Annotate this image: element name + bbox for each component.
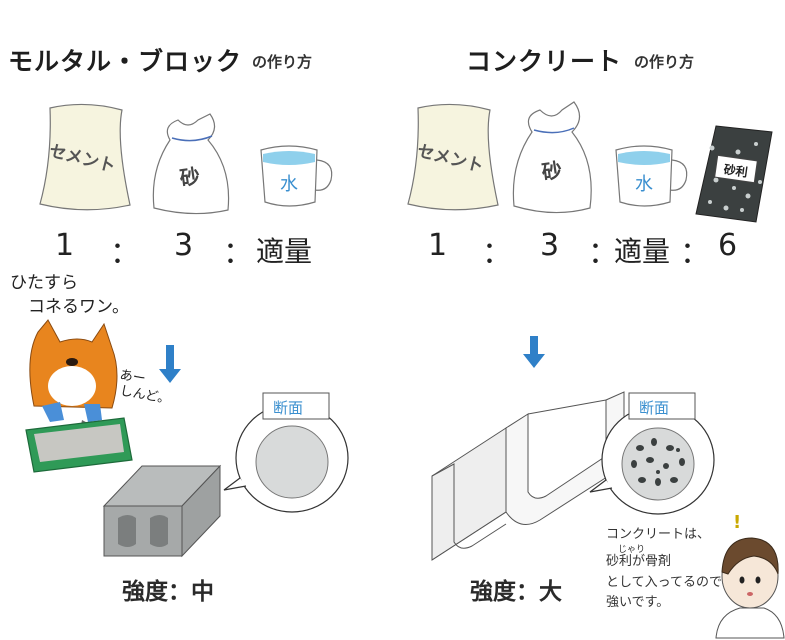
mortar-title-suffix: の作り方 (252, 53, 313, 71)
concrete-channel-icon (431, 391, 625, 561)
concrete-ratio-sand: 3 (540, 228, 560, 263)
sand-bag-icon: 砂 (152, 113, 230, 215)
concrete-title: コンクリート (466, 47, 623, 76)
mortar-title: モルタル・ブロック (8, 47, 243, 76)
water-jug-label-2: 水 (635, 174, 653, 195)
concrete-ratio-sep-2: ： (588, 236, 618, 271)
section-label-frame-concrete (628, 392, 696, 420)
exclamation-mark: ! (733, 512, 742, 533)
concrete-ratio-cement: 1 (428, 228, 448, 263)
cross-section-bubble-concrete (589, 405, 715, 515)
note-line-1: コンクリートは、 (606, 527, 711, 542)
sand-bag-label-2: 砂 (540, 158, 563, 185)
concrete-ratio-sep-3: ： (680, 236, 710, 271)
section-label-frame-mortar (262, 392, 330, 420)
mortar-ratio-sep-2: ： (223, 236, 253, 271)
dog-caption-line2: コネるワン。 (28, 297, 129, 317)
note-line-3: として入ってるので、 (606, 575, 735, 590)
dog-mixing-icon (25, 319, 133, 473)
cross-section-bubble-mortar (223, 403, 349, 513)
person-icon (715, 537, 785, 639)
concrete-ratio-water: 適量 (614, 235, 671, 268)
gravel-bag-label: 砂利 (722, 161, 749, 179)
concrete-ratio-gravel: 6 (718, 228, 738, 263)
water-jug-icon-2: 水 (615, 145, 688, 207)
section-label-concrete: 断面 (639, 399, 670, 417)
section-label-mortar: 断面 (273, 399, 304, 417)
concrete-title-suffix: の作り方 (634, 53, 695, 71)
mortar-ratio-cement: 1 (55, 228, 75, 263)
furigana-jari: じゃり (618, 545, 646, 555)
sand-bag-label: 砂 (178, 164, 201, 191)
down-arrow-icon-2 (523, 336, 545, 368)
gravel-bag-icon: 砂利 (695, 125, 773, 223)
mortar-ratio-sand: 3 (174, 228, 194, 263)
water-jug-icon: 水 (260, 145, 333, 207)
mortar-ratio-water: 適量 (256, 235, 313, 268)
dog-caption-line1: ひたすら (10, 273, 78, 293)
mortar-strength: 強度：中 (122, 579, 214, 605)
water-jug-label: 水 (280, 174, 298, 195)
cement-bag-icon: セメント (39, 103, 131, 211)
note-line-2: 砂利が骨剤 (606, 554, 672, 569)
cement-bag-icon-2: セメント (407, 103, 499, 211)
concrete-ratio-sep-1: ： (482, 236, 512, 271)
sand-bag-icon-2: 砂 (512, 101, 592, 214)
concrete-strength: 強度：大 (470, 579, 562, 605)
note-line-4: 強いです。 (606, 595, 670, 610)
down-arrow-icon (159, 345, 181, 383)
concrete-block-icon (102, 464, 222, 558)
mortar-ratio-sep-1: ： (110, 236, 140, 271)
